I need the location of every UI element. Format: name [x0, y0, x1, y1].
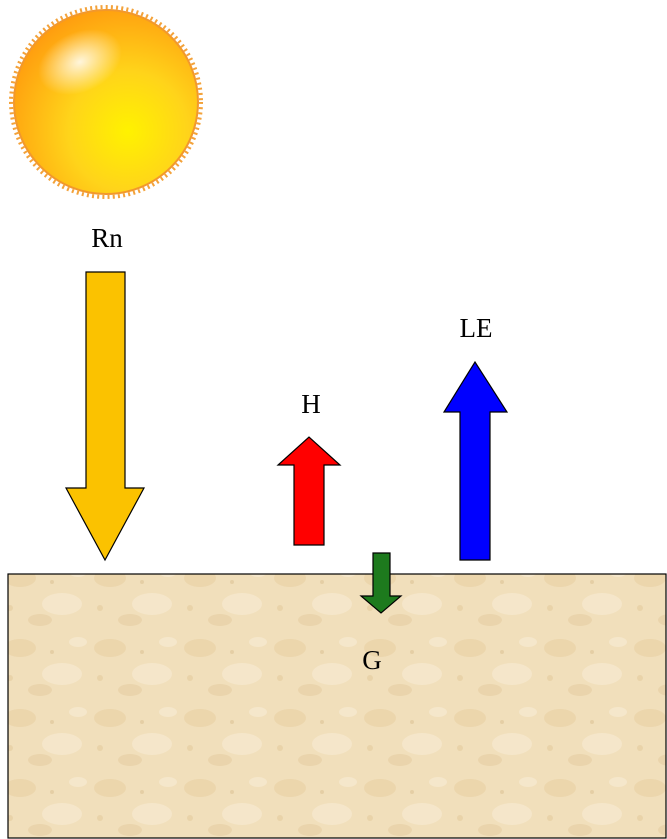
ground-heat-arrow — [359, 552, 403, 614]
net-radiation-label: Rn — [91, 223, 123, 253]
net-radiation-arrow — [64, 271, 146, 562]
sensible-heat-label: H — [301, 389, 321, 419]
sun-icon — [9, 5, 203, 199]
latent-heat-arrow — [442, 360, 509, 561]
ground-heat-label: G — [362, 645, 382, 675]
sensible-heat-arrow — [276, 436, 342, 546]
latent-heat-label: LE — [460, 313, 493, 343]
ground-surface — [7, 573, 667, 839]
